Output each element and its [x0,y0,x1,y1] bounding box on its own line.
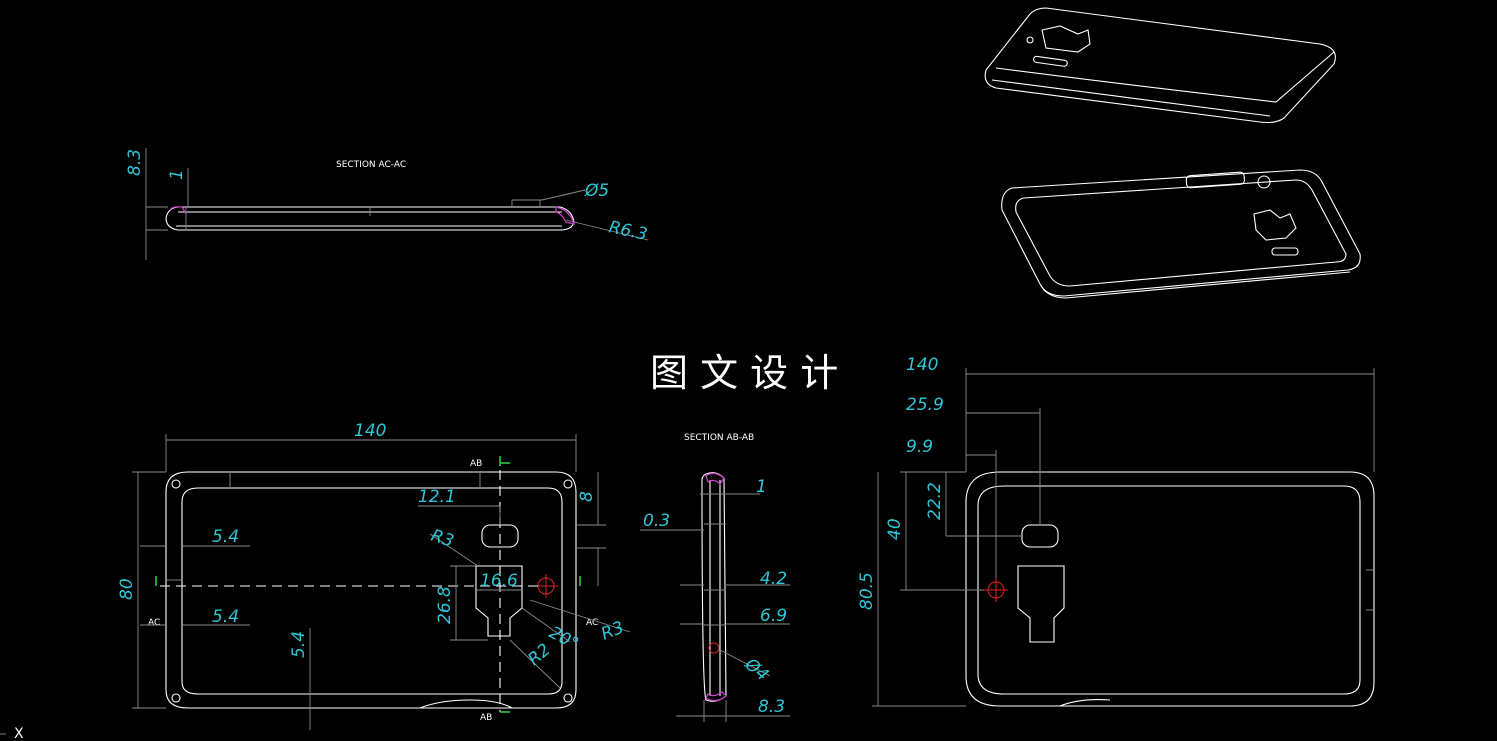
dim-right-40: 40 [885,518,905,540]
dim-front-5-4-b: 5.4 [212,607,239,627]
isometric-view-inside [1001,169,1361,299]
dim-ac-dia5: Ø5 [584,181,609,201]
drawing-title: 图 文 设 计 [650,351,838,395]
dim-right-140: 140 [906,355,938,375]
dim-ab-8-3: 8.3 [758,697,785,717]
isometric-view-back [984,7,1336,124]
section-ab-mark-bottom: AB [480,713,492,723]
dim-front-16-6: 16.6 [480,571,518,591]
section-ac-mark-right: AC [586,618,598,628]
dim-right-80-5: 80.5 [857,572,877,610]
section-ab-label: SECTION AB-AB [684,433,754,443]
dim-ac-r6-3: R6.3 [607,217,649,245]
dim-ab-6-9: 6.9 [760,606,787,626]
dim-front-5-4-c: 5.4 [289,631,309,658]
dim-front-8: 8 [577,491,597,502]
dim-front-80: 80 [117,578,137,600]
section-ac-mark-left: AC [148,618,160,628]
dim-ab-1: 1 [756,477,767,497]
section-ab-mark-top: AB [470,459,482,469]
section-ac-label: SECTION AC-AC [336,160,406,170]
dim-front-r2: R2 [524,640,554,670]
dim-front-26-8: 26.8 [435,586,455,624]
dim-front-r3-a: R3 [428,526,456,552]
section-ab-view: SECTION AB-AB 1 0.3 4.2 6.9 Ø4 8.3 [640,433,790,722]
dim-front-r3-b: R3 [598,618,626,645]
dim-right-22-2: 22.2 [925,482,945,520]
dim-ac-1: 1 [167,169,187,180]
axis-x-label: X [14,726,24,741]
dim-ab-4-2: 4.2 [760,569,787,589]
dim-ab-0-3: 0.3 [643,511,670,531]
rear-view: 140 25.9 9.9 22.2 40 80.5 [857,355,1375,707]
dim-front-12-1: 12.1 [418,487,456,507]
dim-ac-8-3: 8.3 [125,149,145,176]
front-view: AB AB AC AC 140 80 5. [117,421,631,730]
dim-front-140: 140 [354,421,386,441]
dim-right-9-9: 9.9 [906,437,933,457]
section-ac-view: SECTION AC-AC 8.3 1 Ø5 R6.3 [125,148,649,260]
dim-right-25-9: 25.9 [906,395,944,415]
dim-front-5-4-a: 5.4 [212,527,239,547]
dim-ab-dia4: Ø4 [740,654,772,686]
